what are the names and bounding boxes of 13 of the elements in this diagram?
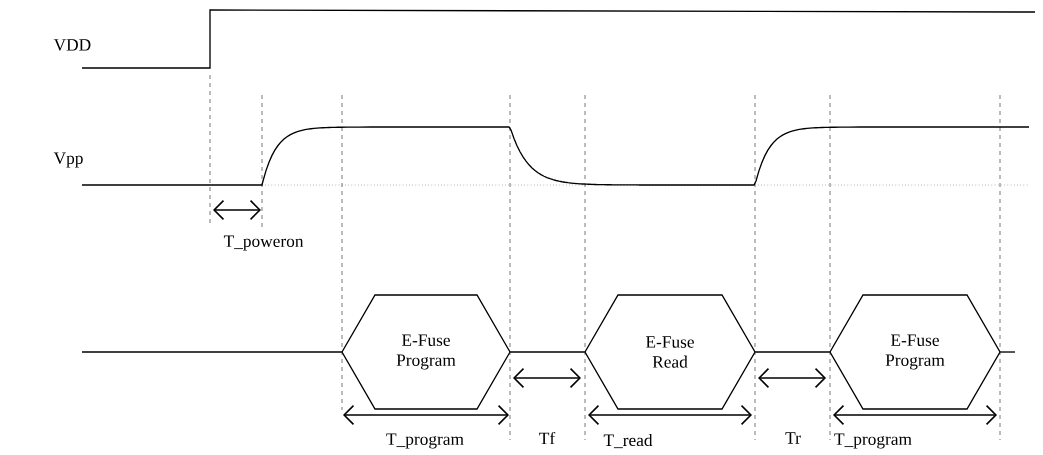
time-label: Tf xyxy=(539,431,556,445)
bus-line xyxy=(509,351,586,353)
hexagon-box: E-Fuse Program xyxy=(341,294,511,410)
time-label: Tr xyxy=(785,432,801,444)
time-label: T_program xyxy=(386,433,464,449)
time-label: T_program xyxy=(834,433,912,449)
hexagon-box: E-Fuse Read xyxy=(584,294,756,410)
bus-line xyxy=(754,351,831,353)
time-label: T_poweron xyxy=(223,235,304,251)
signal-label: Vpp xyxy=(53,152,83,168)
hexagon-box: E-Fuse Program xyxy=(829,294,1001,410)
time-label: T_read xyxy=(603,433,653,449)
signal-label: VDD xyxy=(53,39,91,51)
